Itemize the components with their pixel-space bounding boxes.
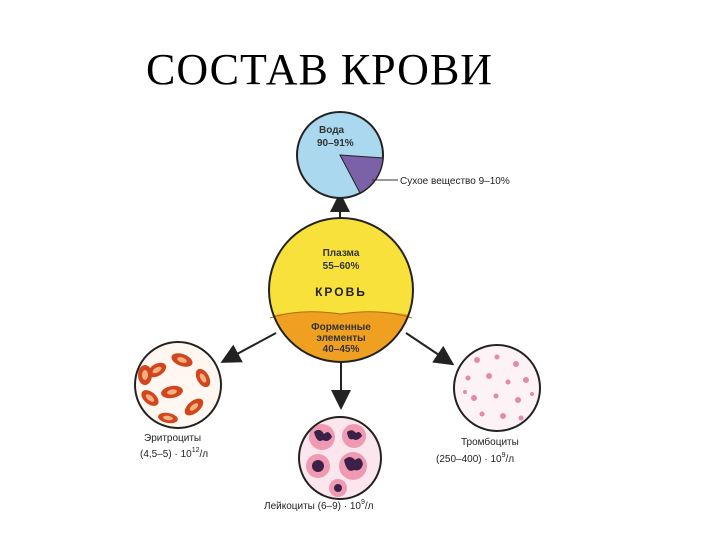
erythrocyte-center	[167, 389, 177, 395]
water-label: Вода	[319, 125, 345, 136]
thrombocyte	[515, 397, 521, 403]
thrombocyte	[486, 373, 492, 379]
thrombocyte	[474, 357, 480, 363]
leukocytes-label: Лейкоциты (6–9) · 109/л	[264, 499, 374, 512]
erythrocyte-center	[145, 394, 155, 402]
leukocytes-group: Лейкоциты (6–9) · 109/л	[264, 416, 382, 512]
blood-outline	[268, 217, 414, 363]
formed-elements-region	[269, 311, 413, 362]
thrombocyte	[465, 375, 471, 381]
thrombocyte	[463, 390, 467, 394]
thrombocyte	[523, 377, 529, 383]
blood-center-label: КРОВЬ	[315, 285, 367, 299]
erythrocyte-center	[163, 415, 173, 421]
plasma-boundary	[269, 311, 413, 319]
thrombocyte	[518, 415, 524, 421]
thrombocytes-label: Тромбоциты	[461, 436, 519, 448]
arrow-to-thrombocytes	[405, 332, 455, 366]
thrombocytes-outline	[453, 344, 541, 432]
thrombocyte	[471, 395, 477, 401]
erythrocytes-label: Эритроциты	[144, 433, 201, 444]
plasma-percent: 55–60%	[323, 261, 360, 272]
thrombocyte	[494, 354, 500, 360]
leukocyte-nucleus	[344, 457, 363, 471]
plasma-label: Плазма	[323, 248, 360, 259]
erythrocytes-outline	[134, 341, 222, 429]
thrombocytes-background	[454, 345, 540, 431]
thrombocyte	[500, 413, 506, 419]
leukocyte-nucleus	[314, 429, 332, 441]
formed-label-line2: элементы	[316, 333, 365, 344]
leukocyte-nucleus	[312, 460, 324, 472]
erythrocyte-center	[142, 370, 148, 380]
erythrocytes-count: (4,5–5) · 1012/л	[140, 447, 208, 460]
erythrocyte-center	[189, 403, 199, 411]
leukocyte-nucleus	[334, 484, 342, 492]
dry-matter-sector	[339, 154, 384, 194]
slide-title: СОСТАВ КРОВИ	[146, 45, 494, 94]
thrombocyte	[505, 379, 511, 385]
erythrocyte-center	[177, 357, 187, 363]
blood-circle: Плазма 55–60% КРОВЬ Форменные элементы 4…	[268, 217, 414, 363]
arrow-to-erythrocytes	[220, 332, 277, 363]
formed-percent: 40–45%	[323, 344, 360, 355]
thrombocytes-group: Тромбоциты (250–400) · 109/л	[436, 344, 541, 465]
erythrocyte-center	[199, 373, 207, 383]
formed-label-line1: Форменные	[311, 322, 371, 333]
leukocyte-nucleus	[347, 430, 362, 440]
thrombocyte	[479, 411, 485, 417]
dry-matter-label: Сухое вещество 9–10%	[400, 176, 510, 187]
erythrocytes-group: Эритроциты (4,5–5) · 1012/л	[134, 341, 222, 460]
leukocytes-outline	[298, 416, 382, 500]
thrombocyte	[493, 393, 499, 399]
thrombocytes-count: (250–400) · 109/л	[436, 452, 514, 465]
water-percent: 90–91%	[317, 138, 354, 149]
water-pie: Вода 90–91% Сухое вещество 9–10%	[296, 111, 510, 199]
erythrocyte-center	[152, 366, 162, 374]
thrombocyte	[530, 392, 534, 396]
thrombocyte	[513, 361, 519, 367]
